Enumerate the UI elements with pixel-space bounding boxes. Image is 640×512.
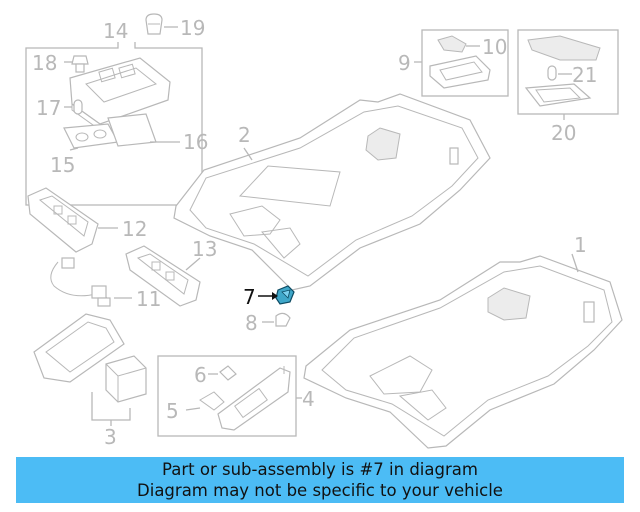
part-group-9-box: 9 10 (398, 29, 509, 97)
callout-5: 5 (166, 399, 179, 423)
callout-17: 17 (36, 96, 61, 120)
callout-14: 14 (103, 19, 128, 43)
part-group-20-box: 21 20 (517, 29, 619, 145)
part-11-harness: 11 (50, 257, 161, 311)
part-1-headliner: 1 (303, 233, 623, 449)
part-8-clip: 8 (245, 311, 291, 335)
part-3-console: 3 (33, 313, 147, 449)
callout-9: 9 (398, 51, 411, 75)
part-18-clip: 18 (32, 51, 89, 75)
callout-2: 2 (238, 123, 251, 147)
part-2-headliner: 2 (173, 93, 491, 291)
callout-6: 6 (194, 363, 207, 387)
part-7-highlighted[interactable]: 7 (243, 285, 295, 309)
callout-10: 10 (482, 35, 507, 59)
part-12-trim: 12 (27, 187, 147, 253)
info-banner: Part or sub-assembly is #7 in diagram Di… (16, 457, 624, 503)
callout-16: 16 (183, 130, 208, 154)
callout-8: 8 (245, 311, 258, 335)
callout-20: 20 (551, 121, 576, 145)
parts-diagram: 14 19 18 17 15 16 (25, 13, 623, 449)
banner-line-1: Part or sub-assembly is #7 in diagram (162, 460, 478, 479)
part-19-bulb: 19 (145, 13, 205, 40)
callout-19: 19 (180, 16, 205, 40)
callout-18: 18 (32, 51, 57, 75)
callout-11: 11 (136, 287, 161, 311)
callout-4: 4 (302, 387, 315, 411)
part-group-14-box: 14 (25, 19, 203, 206)
callout-7: 7 (243, 285, 256, 309)
part-16-lens: 16 (107, 113, 208, 154)
callout-15: 15 (50, 153, 75, 177)
callout-13: 13 (192, 237, 217, 261)
callout-1: 1 (574, 233, 587, 257)
part-group-4-box: 4 5 6 (157, 355, 315, 437)
part-17-bulb: 17 (36, 96, 83, 120)
banner-line-2: Diagram may not be specific to your vehi… (137, 481, 503, 500)
callout-12: 12 (122, 217, 147, 241)
part-15-lens: 15 (50, 123, 119, 177)
part-13-trim: 13 (125, 237, 217, 307)
callout-21: 21 (572, 63, 597, 87)
callout-3: 3 (104, 425, 117, 449)
